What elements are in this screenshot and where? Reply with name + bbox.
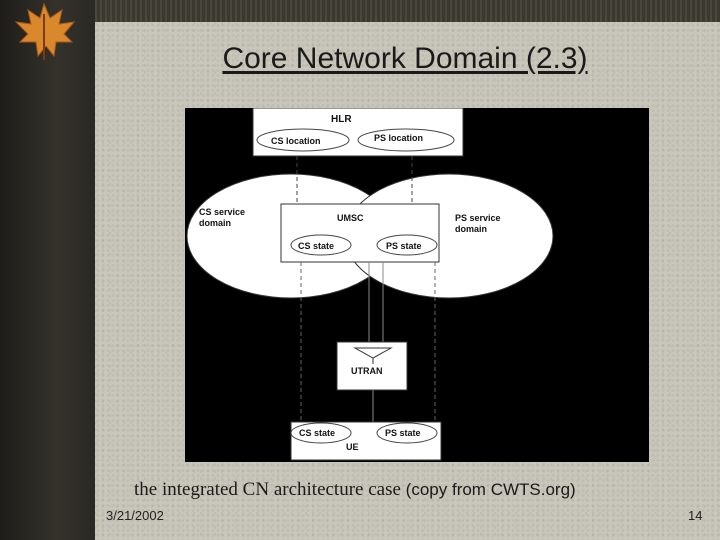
footer-date: 3/21/2002 <box>106 508 164 523</box>
diagram-canvas: HLR CS location PS location CS service d… <box>186 107 554 461</box>
footer-page-number: 14 <box>688 508 703 523</box>
caption-main: the integrated CN architecture case <box>134 479 401 500</box>
maple-leaf-icon <box>14 2 76 60</box>
hlr-cs-location-label: CS location <box>271 136 321 146</box>
slide-title: Core Network Domain (2.3) <box>222 42 588 75</box>
umsc-ps-state-label: PS state <box>386 241 422 251</box>
left-sidebar-bar <box>0 0 95 540</box>
umsc-label: UMSC <box>337 213 364 223</box>
umsc-cs-state-ellipse <box>290 234 352 256</box>
ue-ps-state-ellipse <box>376 422 438 444</box>
utran-label: UTRAN <box>351 366 383 376</box>
cs-domain-line1: CS service <box>199 207 245 217</box>
cs-domain-line2: domain <box>199 218 231 228</box>
hlr-label: HLR <box>331 114 352 125</box>
ue-cs-state-label: CS state <box>299 428 335 438</box>
ue-cs-state-ellipse <box>290 422 352 444</box>
figure-caption: the integrated CN architecture case (cop… <box>134 479 576 501</box>
caption-source: (copy from CWTS.org) <box>405 480 576 499</box>
ue-ps-state-label: PS state <box>385 428 421 438</box>
ps-domain-line2: domain <box>455 224 487 234</box>
top-strip <box>0 0 720 22</box>
umsc-ps-state-ellipse <box>376 234 438 256</box>
ue-label: UE <box>346 442 359 452</box>
umsc-cs-state-label: CS state <box>298 241 334 251</box>
hlr-cs-location-ellipse <box>256 128 350 152</box>
hlr-ps-location-ellipse <box>357 128 455 152</box>
hlr-ps-location-label: PS location <box>374 133 423 143</box>
antenna-icon <box>353 347 393 359</box>
ps-domain-line1: PS service <box>455 213 501 223</box>
utran-box <box>336 341 408 391</box>
cn-architecture-diagram: HLR CS location PS location CS service d… <box>185 107 649 462</box>
